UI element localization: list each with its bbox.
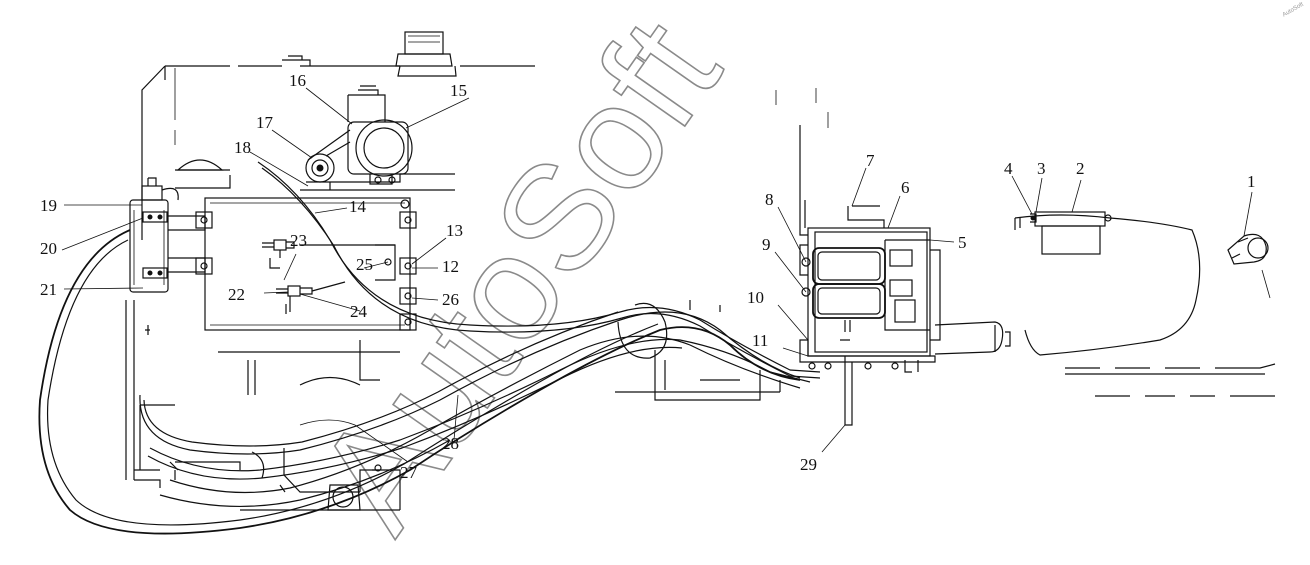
callout-2: 2 (1076, 159, 1085, 178)
watermark-text: AutoSoft (284, 0, 752, 558)
callout-27: 27 (400, 463, 418, 482)
callout-16: 16 (289, 71, 306, 90)
callout-7: 7 (866, 151, 875, 170)
callout-23: 23 (290, 231, 307, 250)
callout-21: 21 (40, 280, 57, 299)
callout-22: 22 (228, 285, 245, 304)
callout-8: 8 (765, 190, 774, 209)
filter-assembly (129, 177, 206, 293)
callout-14: 14 (349, 197, 367, 216)
callout-15: 15 (450, 81, 467, 100)
callout-10: 10 (747, 288, 764, 307)
vehicle-body-outline (125, 31, 535, 511)
callouts: 1 2 3 4 5 6 7 8 9 10 11 12 13 14 15 16 1… (40, 71, 1256, 482)
callout-4: 4 (1004, 159, 1013, 178)
watermark: AutoSoft (283, 0, 752, 559)
callout-13: 13 (446, 221, 463, 240)
callout-20: 20 (40, 239, 57, 258)
corner-mark: AutoSoft (1282, 2, 1305, 19)
callout-29: 29 (800, 455, 817, 474)
right-assembly (1014, 211, 1276, 397)
callout-3: 3 (1037, 159, 1046, 178)
callout-24: 24 (350, 302, 368, 321)
control-unit (615, 88, 1011, 426)
mounting-plate (195, 197, 417, 331)
callout-28: 28 (442, 434, 459, 453)
callout-6: 6 (901, 178, 910, 197)
callout-19: 19 (40, 196, 57, 215)
callout-5: 5 (958, 233, 967, 252)
callout-9: 9 (762, 235, 771, 254)
callout-17: 17 (256, 113, 274, 132)
callout-18: 18 (234, 138, 251, 157)
leader-lines (61, 87, 1253, 463)
callout-25: 25 (356, 255, 373, 274)
callout-1: 1 (1247, 172, 1256, 191)
fittings (262, 239, 346, 314)
callout-12: 12 (442, 257, 459, 276)
callout-26: 26 (442, 290, 459, 309)
pump-assembly (300, 85, 455, 191)
callout-11: 11 (752, 331, 768, 350)
